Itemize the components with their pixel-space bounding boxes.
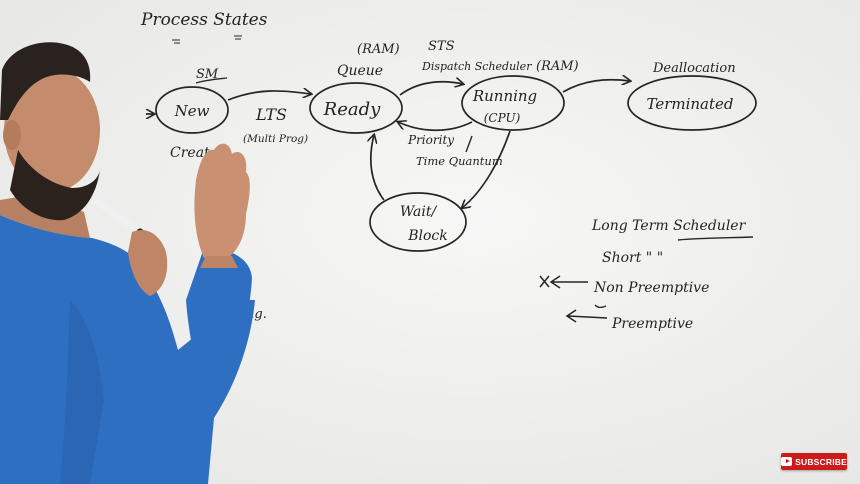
state-running-sublabel: (CPU) <box>484 111 521 125</box>
priority-slash <box>465 135 473 153</box>
state-running-ellipse <box>461 75 565 131</box>
arrow-wait-to-ready <box>371 135 385 201</box>
ram-running-label: (RAM) <box>536 59 579 74</box>
state-wait-label-2: Block <box>407 228 448 244</box>
presenter-left-hand <box>128 230 168 296</box>
arrow-new-to-ready <box>227 91 311 101</box>
presenter-hair <box>0 42 91 121</box>
arrow-running-to-ready <box>398 122 473 132</box>
time-quantum-label: Time Quantum <box>416 154 503 168</box>
ram-ready-label: (RAM) <box>357 42 400 57</box>
scheduler-underline <box>677 236 754 241</box>
multiprog-label: (Multi Prog) <box>243 133 308 145</box>
subscribe-label: SUBSCRIBE <box>795 456 847 467</box>
sm-label: SM <box>196 67 219 82</box>
priority-label: Priority <box>407 133 454 147</box>
state-new-ellipse <box>155 86 229 134</box>
state-running-label: Running <box>472 87 537 105</box>
presenter-wrist <box>200 256 238 268</box>
state-ready-ellipse <box>309 82 403 134</box>
non-preemptive-arrow <box>549 275 588 289</box>
presenter-face <box>4 68 100 192</box>
note-preemptive: Preemptive <box>611 316 693 332</box>
state-terminated-ellipse <box>627 75 757 131</box>
subscribe-button[interactable]: SUBSCRIBE <box>781 453 847 470</box>
state-wait-ellipse <box>369 192 467 252</box>
state-new-label: New <box>174 102 210 120</box>
non-preemptive-cross <box>539 275 550 288</box>
presenter-shirt <box>0 215 255 484</box>
youtube-play-icon <box>781 457 793 466</box>
queue-label: Queue <box>337 63 383 79</box>
creation-label: Creat <box>170 145 210 161</box>
presenter-beard <box>10 150 100 221</box>
note-long-term: Long Term Scheduler <box>591 218 747 234</box>
deallocation-label: Deallocation <box>652 61 736 76</box>
note-short-term: Short " " <box>602 250 663 266</box>
arrow-running-to-terminated <box>562 80 630 93</box>
presenter <box>0 42 255 484</box>
state-diagram <box>146 35 757 323</box>
presenter-shirt-shade <box>60 300 104 484</box>
sts-label: STS <box>428 39 455 54</box>
sm-underline <box>195 77 228 84</box>
preemptive-tick <box>594 304 607 309</box>
state-ready-label: Ready <box>323 99 381 120</box>
state-wait-label-1: Wait/ <box>400 204 438 220</box>
note-non-preemptive: Non Preemptive <box>593 280 709 296</box>
preemptive-arrow <box>565 309 608 323</box>
title-underline-2 <box>234 35 242 40</box>
presenter-arm <box>186 245 252 400</box>
dispatch-scheduler-label: Dispatch Scheduler <box>421 60 532 73</box>
board-title: Process States <box>140 10 268 30</box>
presenter-ear <box>3 120 21 150</box>
lts-label: LTS <box>255 105 287 124</box>
arrow-ready-to-running <box>399 82 463 96</box>
title-underline-1 <box>172 39 180 44</box>
presenter-right-hand <box>194 143 250 258</box>
arrow-running-to-wait <box>462 130 511 208</box>
state-terminated-label: Terminated <box>646 95 733 113</box>
